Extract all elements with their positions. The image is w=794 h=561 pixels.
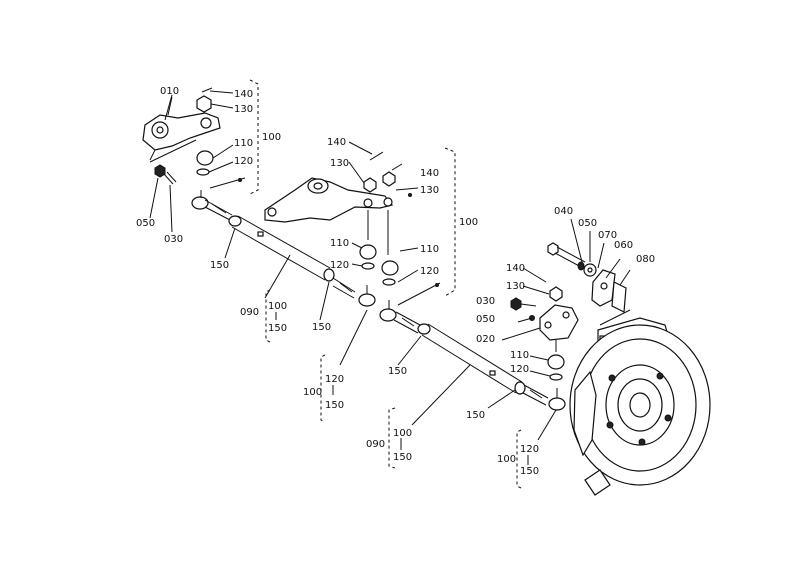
assembly-brackets: [249, 79, 522, 489]
label-140: 140: [420, 168, 439, 179]
label-150: 150: [268, 323, 287, 334]
label-090: 090: [240, 307, 259, 318]
label-150: 150: [325, 400, 344, 411]
label-090: 090: [366, 439, 385, 450]
label-150: 150: [210, 260, 229, 271]
label-050: 050: [136, 218, 155, 229]
boot-110-c: [381, 260, 399, 276]
label-060: 060: [614, 240, 633, 251]
label-020: 020: [476, 334, 495, 345]
label-010: 010: [160, 86, 179, 97]
label-040: 040: [554, 206, 573, 217]
plate-080: [611, 281, 627, 313]
label-100: 100: [262, 132, 281, 143]
boot-110-b: [359, 244, 377, 260]
washer-050-b: [577, 261, 585, 271]
label-110: 110: [330, 238, 349, 249]
label-150: 150: [388, 366, 407, 377]
label-130: 130: [234, 104, 253, 115]
label-120: 120: [234, 156, 253, 167]
label-130: 130: [506, 281, 525, 292]
label-100: 100: [268, 301, 287, 312]
pitman-arm-010: [142, 94, 221, 161]
axle-housing: [569, 317, 711, 496]
label-150: 150: [393, 452, 412, 463]
label-140: 140: [234, 89, 253, 100]
boot-110-d: [547, 354, 565, 370]
label-120: 120: [330, 260, 349, 271]
washer-120-a: [196, 168, 210, 176]
nut-130-a: [196, 87, 213, 113]
label-120: 120: [420, 266, 439, 277]
label-120: 120: [325, 374, 344, 385]
bracket-ticks: [275, 312, 529, 465]
label-030: 030: [164, 234, 183, 245]
part-labels: 010 140 130 110 120 100 050 030 140 130 …: [136, 86, 655, 477]
label-140: 140: [506, 263, 525, 274]
label-150: 150: [520, 466, 539, 477]
nut-130-b: [363, 177, 377, 193]
tie-rod-end-b: [332, 277, 376, 307]
bolt-030-b: [510, 297, 522, 311]
tie-rod-end-d: [522, 384, 566, 411]
label-100: 100: [303, 387, 322, 398]
bolt-040: [547, 242, 586, 269]
label-140: 140: [327, 137, 346, 148]
label-120: 120: [520, 444, 539, 455]
label-030: 030: [476, 296, 495, 307]
label-110: 110: [234, 138, 253, 149]
label-080: 080: [636, 254, 655, 265]
tie-rod-090-b: [417, 323, 526, 395]
label-100: 100: [497, 454, 516, 465]
label-130: 130: [420, 185, 439, 196]
bolt-050-a: [154, 164, 177, 185]
label-110: 110: [420, 244, 439, 255]
label-050: 050: [578, 218, 597, 229]
knuckle-arm-020: [539, 304, 579, 352]
label-120: 120: [510, 364, 529, 375]
label-150: 150: [466, 410, 485, 421]
nut-130-d: [549, 286, 563, 302]
tie-rod-end-c: [379, 300, 421, 334]
label-150: 150: [312, 322, 331, 333]
tie-rod-090-a: [228, 215, 335, 282]
label-100: 100: [459, 217, 478, 228]
label-110: 110: [510, 350, 529, 361]
tie-rod-end-a: [191, 190, 233, 221]
label-130: 130: [330, 158, 349, 169]
label-050: 050: [476, 314, 495, 325]
nut-130-c: [382, 171, 396, 187]
idler-arm: [264, 177, 394, 223]
label-070: 070: [598, 230, 617, 241]
label-100: 100: [393, 428, 412, 439]
boot-110-a: [196, 150, 214, 166]
